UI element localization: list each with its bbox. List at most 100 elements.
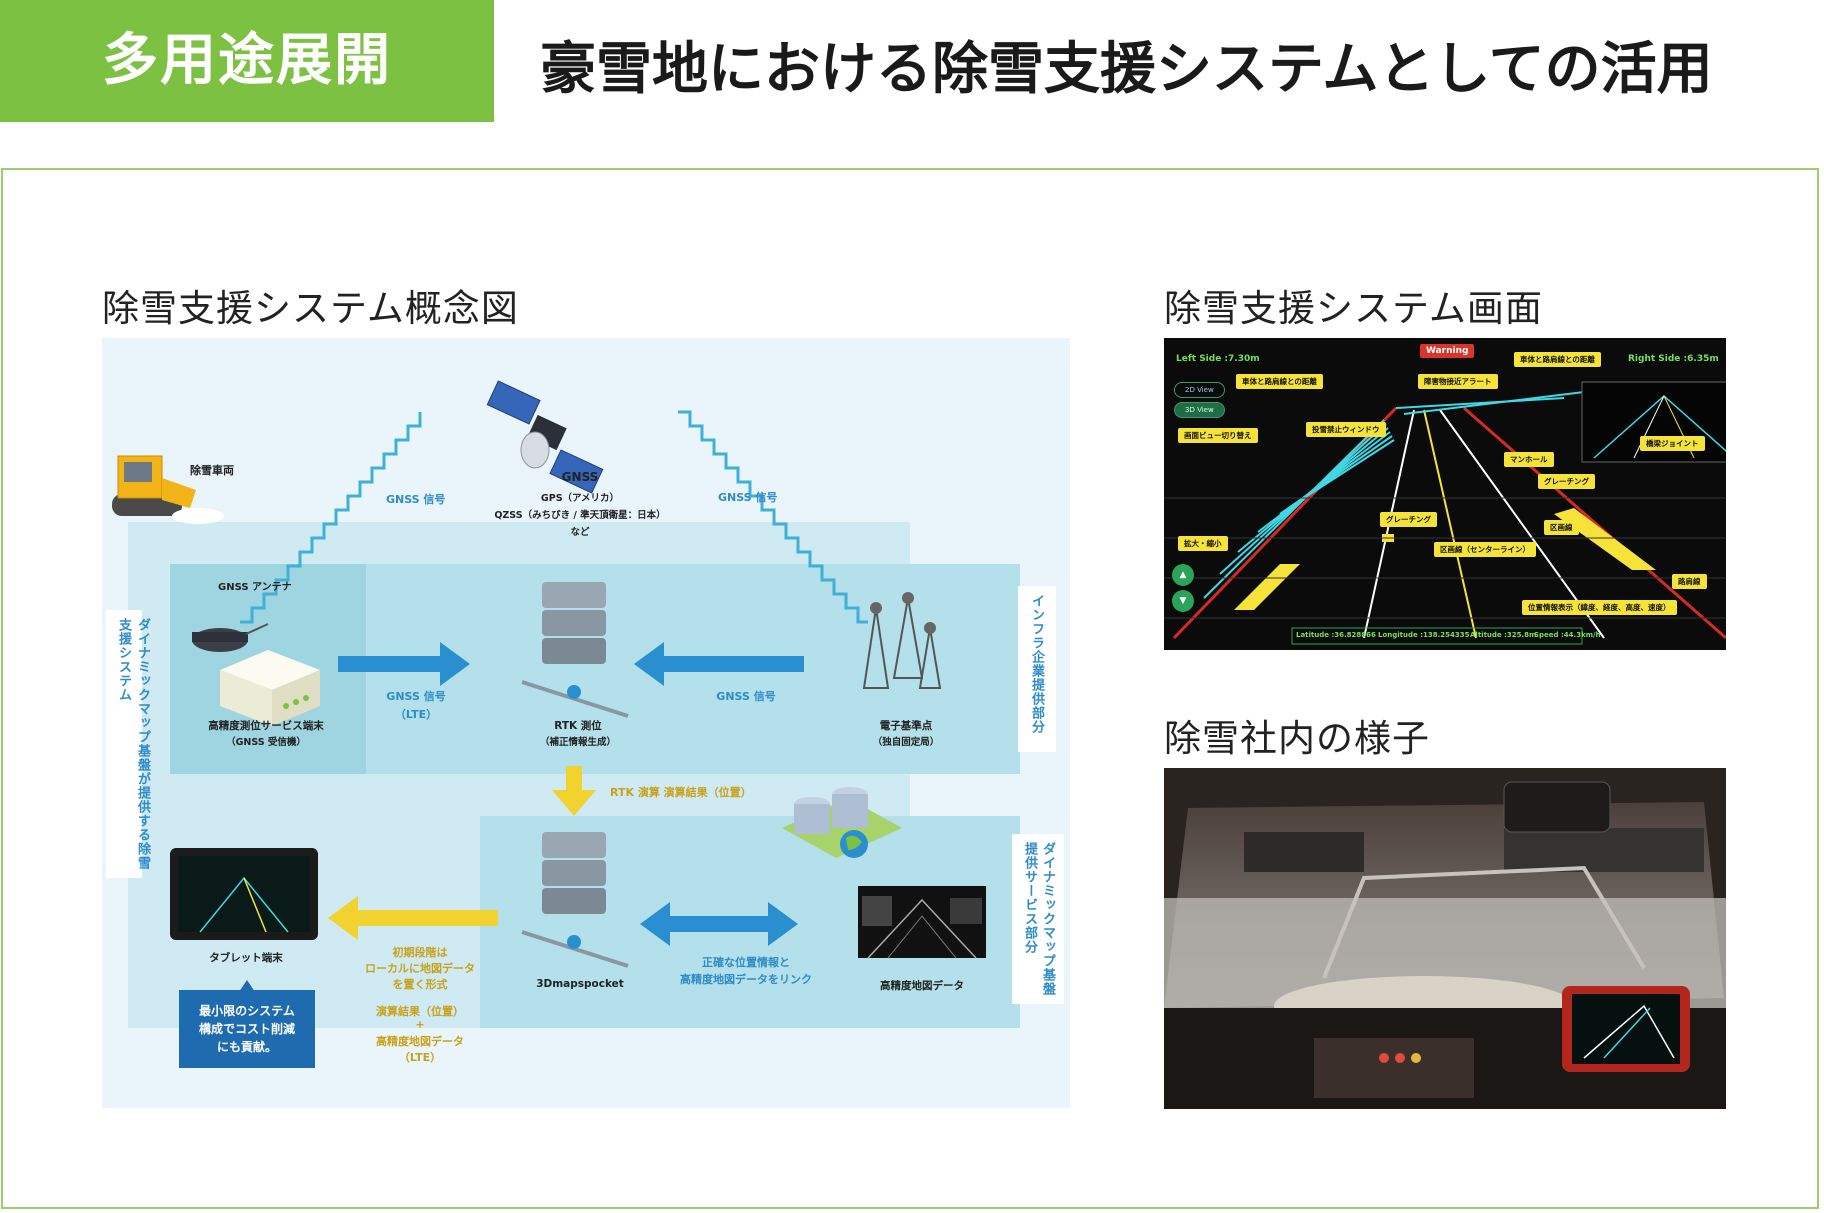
tag-shoulder-line: 路肩線 xyxy=(1672,574,1707,589)
diagram-graphics xyxy=(112,380,1020,1028)
snowplow-label: 除雪車両 xyxy=(190,464,234,477)
gnss-signal-right-label: GNSS 信号 xyxy=(718,491,778,504)
system-screen: Left Side :7.30m Right Side :6.35m Warni… xyxy=(1164,338,1726,650)
tag-center-line: 区画線（センターライン） xyxy=(1434,542,1536,557)
ref-station-label-2: （独自固定局） xyxy=(872,737,940,748)
gnss-signal-wave-right xyxy=(678,410,868,624)
gnss-gps: GPS（アメリカ） xyxy=(540,493,620,504)
gnss-title: GNSS xyxy=(561,470,599,484)
altitude-readout: Altitude :325.8m xyxy=(1470,631,1537,639)
pocket-label: 3Dmapspocket xyxy=(536,978,624,990)
service-vertical-label-2: 提供サービス部分 xyxy=(1022,842,1037,954)
hazard-zone-right xyxy=(1554,508,1656,570)
latitude-readout: Latitude :36.828866 xyxy=(1296,631,1376,639)
arrow-link-double xyxy=(640,902,798,946)
tag-grating-right: グレーチング xyxy=(1538,474,1595,489)
tag-view-switch: 画面ビュー切り替え xyxy=(1178,428,1258,443)
dmp-vertical-box: ダイナミックマップ基盤が提供する除雪支援システム xyxy=(106,610,150,878)
zoom-in-button[interactable]: ▲ xyxy=(1172,564,1194,586)
view-3d-button[interactable]: 3D View xyxy=(1174,402,1225,418)
cost-callout-3: にも貢献。 xyxy=(216,1040,277,1054)
hd-map-image xyxy=(858,886,986,959)
section-tag: 多用途展開 xyxy=(0,0,494,122)
antenna-label: GNSS アンテナ xyxy=(218,582,292,593)
snowplow-icon xyxy=(112,455,224,524)
page-title: 豪雪地における除雪支援システムとしての活用 xyxy=(540,37,1713,102)
tablet-label: タブレット端末 xyxy=(209,952,283,964)
tag-section-line: 区画線 xyxy=(1544,520,1579,535)
tablet-icon xyxy=(170,848,318,940)
building-silhouette xyxy=(1244,832,1364,872)
arrow-station-to-rtk xyxy=(634,642,804,686)
pocket-server-icon xyxy=(521,832,629,968)
hd-map-label: 高精度地図データ xyxy=(880,980,964,992)
tag-obstacle-alert: 障害物接近アラート xyxy=(1418,374,1498,389)
arrow-rtk-to-pocket xyxy=(552,766,596,816)
concept-diagram: 除雪車両 GNSS GPS（アメリカ） QZSS（みちびき / 準天頂衛星：日本… xyxy=(102,338,1070,1108)
section-tag-label: 多用途展開 xyxy=(102,28,392,93)
position-bar xyxy=(1291,627,1583,645)
service-vertical-box: ダイナミックマップ基盤 提供サービス部分 xyxy=(1012,834,1064,1004)
lte-signal-label-2: （LTE） xyxy=(394,708,438,721)
gnss-signal-mid-label: GNSS 信号 xyxy=(716,690,776,703)
lte-signal-label-1: GNSS 信号 xyxy=(386,690,446,703)
receiver-label-2: （GNSS 受信機） xyxy=(226,737,306,748)
gnss-antenna-icon xyxy=(192,623,269,652)
left-side-distance: Left Side :7.30m xyxy=(1176,354,1260,364)
link-label-1: 正確な位置情報と xyxy=(702,956,790,969)
gnss-qzss: QZSS（みちびき / 準天頂衛星：日本） xyxy=(494,510,666,521)
cost-callout-2: 構成でコスト削減 xyxy=(198,1022,295,1036)
wiper-arm xyxy=(1322,865,1646,979)
tag-distance-right: 車体と路肩線との距離 xyxy=(1514,352,1601,367)
rtk-label-2: （補正情報生成） xyxy=(539,737,617,748)
speed-readout: Speed :44.3km/h xyxy=(1534,631,1601,639)
tag-distance-left: 車体と路肩線との距離 xyxy=(1236,374,1323,389)
tablet-in-cab xyxy=(1562,986,1690,1072)
road-edge-left xyxy=(1172,406,1398,640)
tag-manhole: マンホール xyxy=(1504,452,1554,467)
photo-graphics xyxy=(1164,768,1726,1109)
rtk-server-icon xyxy=(521,582,629,718)
gnss-etc: など xyxy=(570,527,590,538)
cost-callout: 最小限のシステム 構成でコスト削減 にも貢献。 xyxy=(179,990,315,1068)
right-side-distance: Right Side :6.35m xyxy=(1628,354,1719,364)
calc-note-plus: + xyxy=(415,1018,425,1031)
control-panel xyxy=(1314,1038,1474,1098)
rtk-label-1: RTK 測位 xyxy=(554,720,602,732)
infra-vertical-label: インフラ企業提供部分 xyxy=(1029,594,1044,734)
view-2d-button[interactable]: 2D View xyxy=(1174,382,1225,398)
rtk-result-label: RTK 演算 演算結果（位置） xyxy=(610,786,752,799)
receiver-icon xyxy=(220,650,320,726)
tag-position-info: 位置情報表示（緯度、経度、高度、速度） xyxy=(1522,600,1677,615)
infra-vertical-box: インフラ企業提供部分 xyxy=(1018,586,1056,752)
longitude-readout: Longitude :138.254335 xyxy=(1378,631,1470,639)
receiver-label-1: 高精度測位サービス端末 xyxy=(208,720,324,732)
reference-station-icon xyxy=(862,592,942,689)
initial-note-1: 初期段階は xyxy=(392,946,448,959)
link-label-2: 高精度地図データをリンク xyxy=(680,973,812,986)
building-silhouette-right xyxy=(1504,828,1704,872)
calc-note-3: （LTE） xyxy=(398,1051,442,1064)
no-drop-fence xyxy=(1203,391,1585,599)
arrow-pocket-to-tablet xyxy=(328,896,498,940)
database-icon xyxy=(782,787,902,858)
zoom-out-button[interactable]: ▼ xyxy=(1172,590,1194,612)
warning-badge: Warning xyxy=(1420,344,1475,358)
calc-note-1: 演算結果（位置） xyxy=(376,1005,464,1018)
cost-pointer xyxy=(239,980,255,992)
concept-diagram-title: 除雪支援システム概念図 xyxy=(102,287,519,330)
vehicle-interior-title: 除雪社内の様子 xyxy=(1164,717,1430,760)
system-screen-title: 除雪支援システム画面 xyxy=(1164,287,1543,330)
calc-note-2: 高精度地図データ xyxy=(376,1035,464,1048)
vehicle-interior-photo xyxy=(1164,768,1726,1109)
tag-bridge-joint: 橋梁ジョイント xyxy=(1640,436,1705,451)
initial-note-3: を置く形式 xyxy=(392,978,448,991)
tag-zoom: 拡大・縮小 xyxy=(1178,536,1228,551)
gnss-signal-left-label: GNSS 信号 xyxy=(386,493,446,506)
lane-line-2 xyxy=(1423,409,1477,639)
rearview-mirror xyxy=(1503,781,1611,833)
distance-grid xyxy=(1164,497,1726,619)
gnss-signal-wave-left xyxy=(240,412,422,624)
tag-no-drop-window: 投雪禁止ウィンドウ xyxy=(1306,422,1386,437)
hazard-zone-left xyxy=(1234,564,1300,610)
